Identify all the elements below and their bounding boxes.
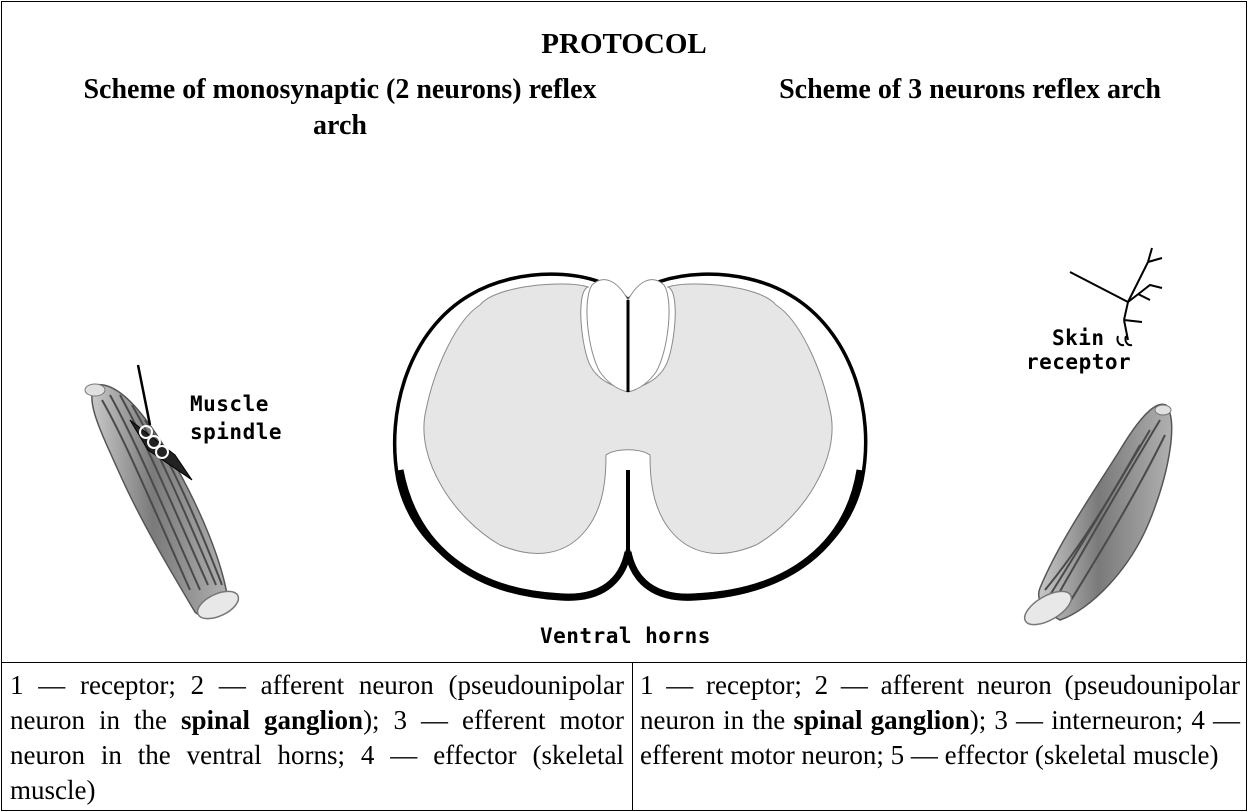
monosynaptic-arch-caption: 1 — receptor; 2 — afferent neuron (pseud… [10,668,624,808]
skin-receptor-label-line2: receptor [1026,350,1131,374]
caption-right-bold-term: spinal ganglion [793,705,969,735]
ventral-horns-label: Ventral horns [540,624,711,648]
muscle-spindle-label-line1: Muscle [190,392,269,416]
caption-left-bold-term: spinal ganglion [181,705,363,735]
caption-divider-horizontal [1,662,1247,663]
three-neuron-arch-caption: 1 — receptor; 2 — afferent neuron (pseud… [640,668,1240,773]
skeletal-muscle-right-icon [1019,404,1171,631]
caption-divider-vertical [632,662,633,811]
muscle-spindle-label-line2: spindle [190,420,282,444]
skin-receptor-label-line1: Skin [1052,326,1105,350]
spinal-cord-cross-section-icon [395,274,866,597]
